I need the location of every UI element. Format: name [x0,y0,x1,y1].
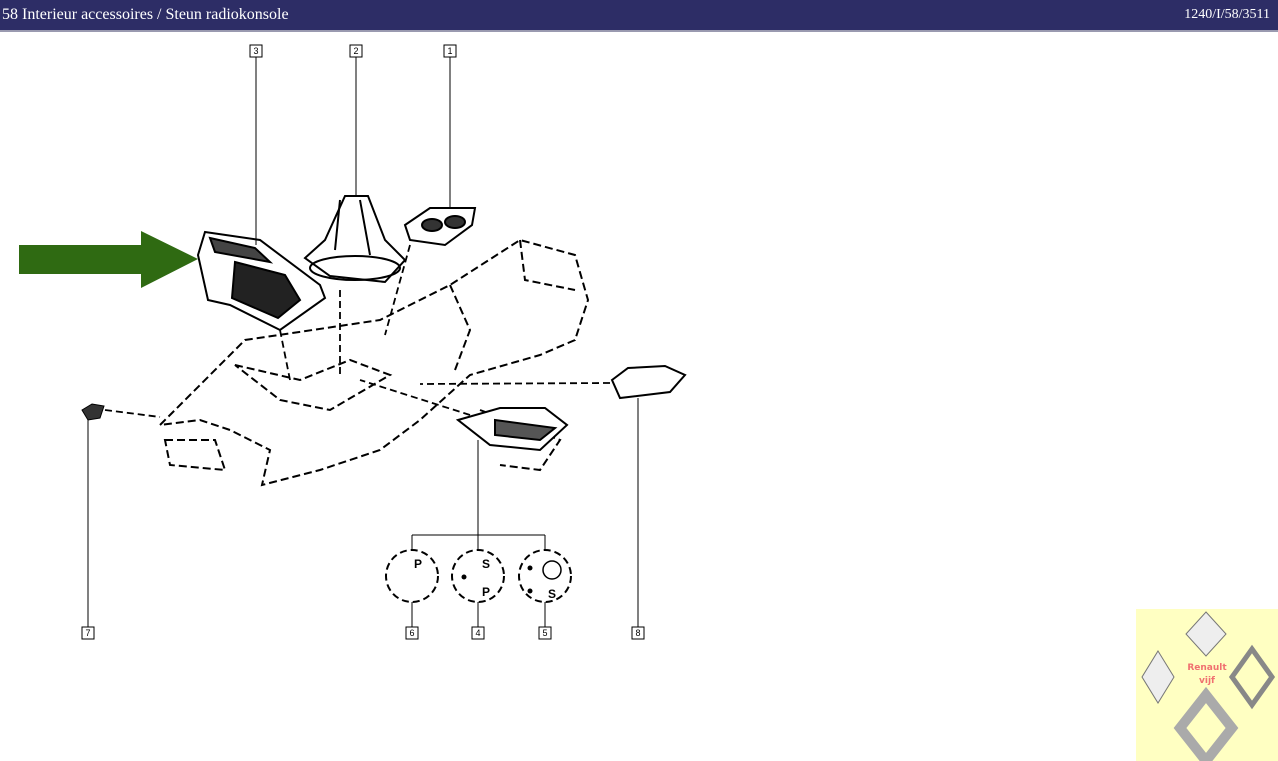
gear-pattern-icon [542,560,562,580]
diagram-code: 1240/I/58/3511 [1184,7,1270,22]
parts-diagram: P S P S 3 2 1 7 6 4 5 8 [19,44,687,640]
variant-4-label-p: P [482,585,490,599]
title-bar: 58 Interieur accessoires / Steun radioko… [0,0,1278,32]
part-1-switch-panel [403,207,477,247]
logo-text-line1: Renault [1187,663,1227,673]
callout-5[interactable]: 5 [538,626,552,640]
callout-3[interactable]: 3 [249,44,263,58]
highlight-arrow-icon [19,231,198,288]
renault-diamond-icon [1228,644,1276,710]
logo-text-line2: vijf [1199,676,1215,686]
renault-vijf-logo[interactable]: Renault vijf [1136,609,1278,761]
renault-diamond-icon [1185,611,1227,657]
callout-6[interactable]: 6 [405,626,419,640]
renault-diamond-icon [1141,650,1175,704]
svg-text:5: 5 [542,628,547,638]
svg-text:1: 1 [447,46,452,56]
svg-text:3: 3 [253,46,258,56]
part-3-radio-console [196,230,327,332]
svg-text:6: 6 [409,628,414,638]
callout-7[interactable]: 7 [81,626,95,640]
svg-text:4: 4 [475,628,480,638]
variant-6-label: P [414,557,422,571]
leader-lines [87,57,639,627]
svg-text:7: 7 [85,628,90,638]
part-4-gear-plate [455,407,569,452]
variant-4-circle [451,549,505,603]
callout-2[interactable]: 2 [349,44,363,58]
renault-diamond-icon [1173,686,1239,761]
variant-6-circle [385,549,439,603]
svg-text:2: 2 [353,46,358,56]
page-title: 58 Interieur accessoires / Steun radioko… [2,6,289,23]
part-7-clip [81,403,105,421]
variant-4-label-s: S [482,557,490,571]
callout-8[interactable]: 8 [631,626,645,640]
callout-1[interactable]: 1 [443,44,457,58]
callout-4[interactable]: 4 [471,626,485,640]
variant-5-label-s: S [548,587,556,601]
svg-text:8: 8 [635,628,640,638]
part-2-gear-boot [303,195,407,284]
part-8-trim-cover [610,364,687,400]
assembly-arrows [104,244,611,418]
